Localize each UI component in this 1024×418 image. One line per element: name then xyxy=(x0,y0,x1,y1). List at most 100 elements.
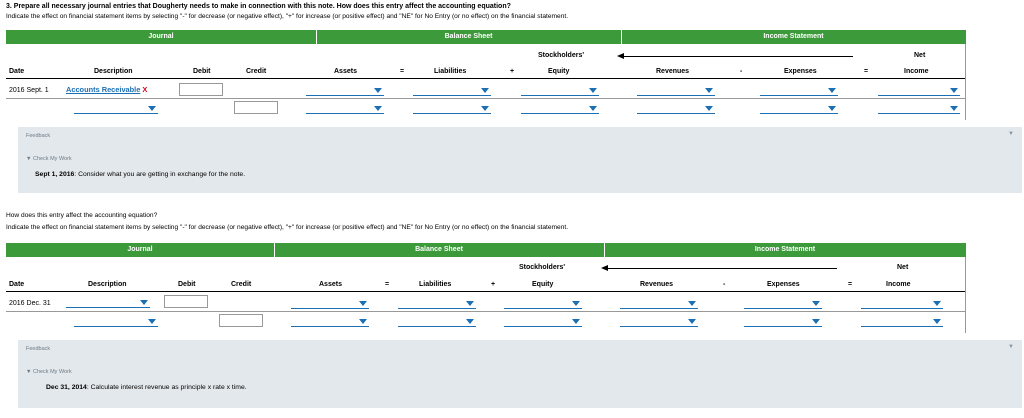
green-header-bar xyxy=(6,30,966,44)
assets-select-2[interactable] xyxy=(306,102,384,114)
feedback-hint: : Calculate interest revenue as principl… xyxy=(86,384,247,391)
expenses-select[interactable] xyxy=(744,297,822,309)
chevron-down-icon xyxy=(572,319,580,324)
chevron-down-icon xyxy=(950,106,958,111)
account-select[interactable]: Accounts Receivable X xyxy=(66,86,147,93)
feedback-date: Sept 1, 2016 xyxy=(35,171,75,178)
col-revenues: Revenues xyxy=(656,68,690,75)
credit-input[interactable] xyxy=(219,314,263,327)
revenues-select-2[interactable] xyxy=(637,102,715,114)
chevron-down-icon xyxy=(705,106,713,111)
triangle-down-icon[interactable]: ▼ xyxy=(1008,131,1014,137)
expenses-select-2[interactable] xyxy=(744,315,822,327)
chevron-down-icon xyxy=(148,319,156,324)
header-balance-sheet: Balance Sheet xyxy=(444,33,493,40)
net-income-select[interactable] xyxy=(861,297,943,309)
chevron-down-icon xyxy=(688,319,696,324)
entry-table-dec: Journal Balance Sheet Income Statement S… xyxy=(6,243,966,333)
question-title: 3. Prepare all necessary journal entries… xyxy=(6,3,511,10)
chevron-down-icon xyxy=(481,88,489,93)
header-rule xyxy=(6,291,966,292)
header-divider xyxy=(621,30,622,44)
chevron-down-icon xyxy=(374,88,382,93)
net-income-select-2[interactable] xyxy=(878,102,960,114)
col-expenses: Expenses xyxy=(784,68,817,75)
feedback-message: Sept 1, 2016: Consider what you are gett… xyxy=(35,171,245,179)
col-equals-2: = xyxy=(864,68,869,75)
equity-select-2[interactable] xyxy=(521,102,599,114)
col-stockholders: Stockholders' xyxy=(538,52,585,59)
assets-select-2[interactable] xyxy=(291,315,369,327)
account-select-2[interactable] xyxy=(74,102,158,114)
feedback-panel-sept: Feedback ▼ ▼ Check My Work Sept 1, 2016:… xyxy=(18,127,1022,193)
col-assets: Assets xyxy=(334,68,357,75)
equity-select-2[interactable] xyxy=(504,315,582,327)
chevron-down-icon xyxy=(950,88,958,93)
chevron-down-icon xyxy=(933,319,941,324)
liabilities-select[interactable] xyxy=(413,84,491,96)
chevron-down-icon xyxy=(572,301,580,306)
col-description: Description xyxy=(94,68,133,75)
chevron-down-icon xyxy=(481,106,489,111)
expenses-select-2[interactable] xyxy=(760,102,838,114)
entry-date: 2016 Sept. 1 xyxy=(9,87,49,94)
arrow-line xyxy=(607,268,837,269)
account-selected-value[interactable]: Accounts Receivable xyxy=(66,85,141,94)
col-credit: Credit xyxy=(231,281,252,288)
debit-input[interactable] xyxy=(164,295,208,308)
col-equity: Equity xyxy=(548,68,570,75)
col-net: Net xyxy=(914,52,926,59)
credit-input[interactable] xyxy=(234,101,278,114)
col-date: Date xyxy=(9,68,25,75)
arrow-line xyxy=(623,56,853,57)
liabilities-select-2[interactable] xyxy=(398,315,476,327)
chevron-down-icon xyxy=(933,301,941,306)
col-debit: Debit xyxy=(193,68,211,75)
entry-table-sept: Journal Balance Sheet Income Statement S… xyxy=(6,30,966,120)
feedback-date: Dec 31, 2014 xyxy=(46,384,87,391)
account-select[interactable] xyxy=(66,296,150,308)
equity-select[interactable] xyxy=(504,297,582,309)
net-income-select-2[interactable] xyxy=(861,315,943,327)
chevron-down-icon xyxy=(466,319,474,324)
feedback-panel-dec: Feedback ▼ ▼ Check My Work Dec 31, 2014:… xyxy=(18,340,1022,408)
revenues-select[interactable] xyxy=(637,84,715,96)
revenues-select-2[interactable] xyxy=(620,315,698,327)
debit-input[interactable] xyxy=(179,83,223,96)
header-rule xyxy=(6,78,966,79)
col-debit: Debit xyxy=(178,281,196,288)
col-assets: Assets xyxy=(319,281,342,288)
check-my-work-toggle[interactable]: ▼ Check My Work xyxy=(26,369,72,375)
net-income-select[interactable] xyxy=(878,84,960,96)
feedback-label[interactable]: Feedback xyxy=(26,346,51,352)
feedback-label[interactable]: Feedback xyxy=(26,133,51,139)
check-my-work-toggle[interactable]: ▼ Check My Work xyxy=(26,156,72,162)
col-date: Date xyxy=(9,281,25,288)
col-equals: = xyxy=(400,68,405,75)
green-header-bar xyxy=(6,243,966,257)
triangle-down-icon[interactable]: ▼ xyxy=(1008,344,1014,350)
header-divider xyxy=(274,243,275,257)
question-instruction: Indicate the effect on financial stateme… xyxy=(6,13,569,20)
chevron-down-icon xyxy=(374,106,382,111)
col-equals-2: = xyxy=(848,281,853,288)
arrow-left-icon xyxy=(601,265,608,271)
col-revenues: Revenues xyxy=(640,281,674,288)
col-equals: = xyxy=(385,281,390,288)
account-select-2[interactable] xyxy=(74,315,158,327)
header-divider xyxy=(604,243,605,257)
col-income: Income xyxy=(886,281,911,288)
expenses-select[interactable] xyxy=(760,84,838,96)
col-liabilities: Liabilities xyxy=(419,281,452,288)
equity-select[interactable] xyxy=(521,84,599,96)
col-plus: + xyxy=(510,68,515,75)
row-divider xyxy=(6,98,966,99)
revenues-select[interactable] xyxy=(620,297,698,309)
liabilities-select-2[interactable] xyxy=(413,102,491,114)
assets-select[interactable] xyxy=(306,84,384,96)
assets-select[interactable] xyxy=(291,297,369,309)
col-equity: Equity xyxy=(532,281,554,288)
chevron-down-icon xyxy=(688,301,696,306)
liabilities-select[interactable] xyxy=(398,297,476,309)
col-income: Income xyxy=(904,68,929,75)
